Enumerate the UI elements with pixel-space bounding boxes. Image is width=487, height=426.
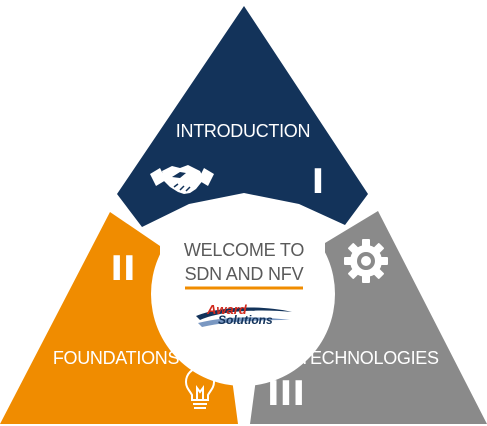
foundations-title: FOUNDATIONS	[53, 348, 180, 368]
technologies-title: TECHNOLOGIES	[299, 348, 439, 368]
welcome-line: WELCOME TO	[184, 240, 305, 260]
foundations-segment	[0, 212, 238, 424]
lightbulb-icon	[184, 366, 216, 409]
topic-line: SDN AND NFV	[185, 264, 304, 284]
foundations-numeral: II	[110, 249, 135, 289]
logo-word-award: Award	[206, 302, 248, 317]
introduction-segment	[117, 6, 368, 227]
center-circle	[151, 202, 335, 386]
logo-word-solutions: Solutions	[218, 313, 273, 327]
technologies-numeral: III	[267, 374, 305, 414]
handshake-icon	[150, 165, 214, 194]
introduction-numeral: I	[312, 162, 325, 202]
gear-icon	[344, 239, 388, 283]
introduction-title: INTRODUCTION	[176, 121, 310, 141]
award-solutions-logo: Award Solutions	[196, 302, 292, 327]
technologies-segment	[250, 211, 487, 424]
